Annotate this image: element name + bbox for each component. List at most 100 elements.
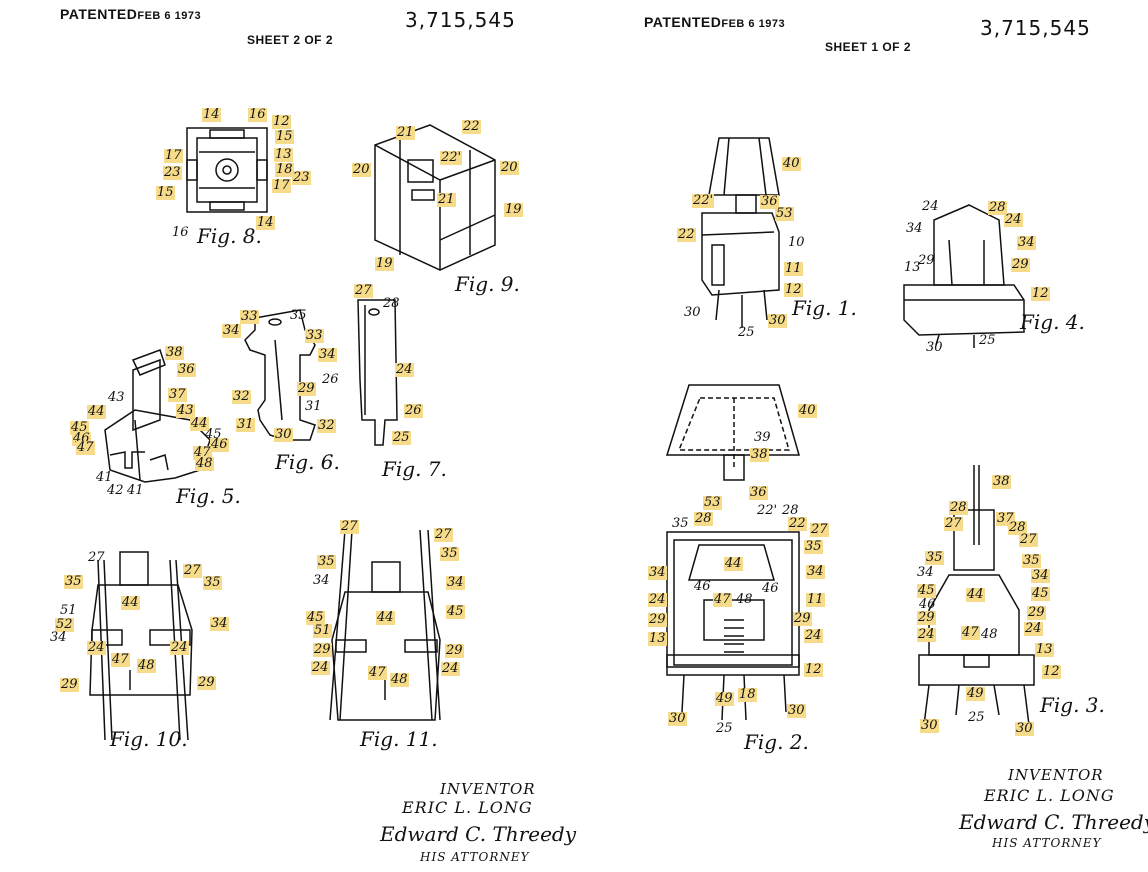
ref-label: 35: [317, 554, 336, 569]
attorney-role: HIS ATTORNEY: [420, 850, 530, 864]
ref-label: 26: [404, 403, 423, 418]
ref-label: 30: [920, 718, 939, 733]
figure-caption: Fig. 1.: [792, 296, 857, 320]
ref-label: 21: [437, 192, 456, 207]
ref-label: 48: [137, 658, 156, 673]
ref-label: 27: [183, 563, 202, 578]
ref-label: 53: [775, 206, 794, 221]
ref-label: 27: [354, 283, 373, 298]
ref-label: 41: [127, 483, 144, 498]
ref-label: 27: [88, 550, 105, 565]
patented-label: PATENTED: [60, 6, 138, 22]
fig5-caption-text: Fig. 5.: [176, 484, 241, 508]
ref-label: 29: [1011, 257, 1030, 272]
ref-label: 24: [441, 661, 460, 676]
ref-label: 46: [694, 579, 711, 594]
ref-label: 31: [305, 399, 322, 414]
figure-caption: Fig. 4.: [1020, 310, 1085, 334]
ref-label: 27: [944, 516, 963, 531]
ref-label: 47: [76, 440, 95, 455]
ref-label: 35: [672, 516, 689, 531]
ref-label: 44: [966, 587, 985, 602]
ref-label: 37: [168, 387, 187, 402]
ref-label: 20: [352, 162, 371, 177]
ref-label: 40: [798, 403, 817, 418]
ref-label: 22': [440, 150, 463, 165]
patented-stamp: PATENTEDFEB 6 1973: [60, 6, 201, 22]
ref-label: 48: [195, 456, 214, 471]
ref-label: 34: [648, 565, 667, 580]
ref-label: 28: [988, 200, 1007, 215]
ref-label: 21: [396, 125, 415, 140]
ref-label: 30: [668, 711, 687, 726]
ref-label: 31: [236, 417, 255, 432]
sheet-number: SHEET 2 OF 2: [247, 33, 334, 47]
ref-label: 38: [992, 474, 1011, 489]
ref-label: 17: [164, 148, 183, 163]
ref-label: 29: [445, 643, 464, 658]
ref-label: 29: [1027, 605, 1046, 620]
ref-label: 35: [440, 546, 459, 561]
ref-label: 34: [313, 573, 330, 588]
ref-label: 34: [1031, 568, 1050, 583]
sheet-number: SHEET 1 OF 2: [825, 40, 912, 54]
ref-label: 20: [500, 160, 519, 175]
ref-label: 34: [917, 565, 934, 580]
ref-label: 15: [275, 129, 294, 144]
ref-label: 28: [949, 500, 968, 515]
ref-label: 44: [87, 404, 106, 419]
ref-label: 11: [784, 261, 803, 276]
ref-label: 24: [170, 640, 189, 655]
attorney-role: HIS ATTORNEY: [992, 836, 1102, 850]
ref-label: 30: [684, 305, 701, 320]
ref-label: 34: [222, 323, 241, 338]
ref-label: 41: [96, 470, 113, 485]
ref-label: 29: [60, 677, 79, 692]
ref-label: 24: [648, 592, 667, 607]
ref-label: 51: [60, 603, 77, 618]
ref-label: 34: [806, 564, 825, 579]
figure-caption: Fig. 8.: [197, 224, 262, 248]
ref-label: 39: [754, 430, 771, 445]
fig9-drawing: [374, 124, 496, 271]
ref-label: 44: [724, 556, 743, 571]
patent-date: FEB 6 1973: [721, 18, 786, 30]
ref-label: 47: [961, 625, 980, 640]
fig2-drawing: [665, 384, 800, 721]
inventor-name: ERIC L. LONG: [984, 786, 1115, 805]
ref-label: 22: [788, 516, 807, 531]
ref-label: 36: [760, 194, 779, 209]
ref-label: 46: [210, 437, 229, 452]
ref-label: 17: [272, 178, 291, 193]
ref-label: 13: [274, 147, 293, 162]
ref-label: 27: [810, 522, 829, 537]
ref-label: 22: [677, 227, 696, 242]
ref-label: 34: [210, 616, 229, 631]
ref-label: 29: [197, 675, 216, 690]
ref-label: 35: [203, 575, 222, 590]
patented-label: PATENTED: [644, 14, 722, 30]
ref-label: 34: [318, 347, 337, 362]
ref-label: 29: [793, 611, 812, 626]
ref-label: 34: [906, 221, 923, 236]
ref-label: 24: [1004, 212, 1023, 227]
ref-label: 16: [248, 107, 267, 122]
patent-date: FEB 6 1973: [137, 10, 202, 22]
figure-caption: Fig. 7.: [382, 457, 447, 481]
ref-label: 23: [292, 170, 311, 185]
ref-label: 49: [966, 686, 985, 701]
ref-label: 22: [462, 119, 481, 134]
ref-label: 13: [904, 260, 921, 275]
ref-label: 44: [190, 416, 209, 431]
ref-label: 24: [922, 199, 939, 214]
ref-label: 24: [87, 640, 106, 655]
ref-label: 29: [918, 253, 935, 268]
ref-label: 36: [749, 485, 768, 500]
fig7-drawing: [357, 299, 398, 446]
ref-label: 35: [925, 550, 944, 565]
ref-label: 51: [313, 623, 332, 638]
inventor-title: INVENTOR: [1008, 766, 1104, 784]
ref-label: 18: [275, 162, 294, 177]
ref-label: 30: [768, 313, 787, 328]
ref-label: 12: [272, 114, 291, 129]
